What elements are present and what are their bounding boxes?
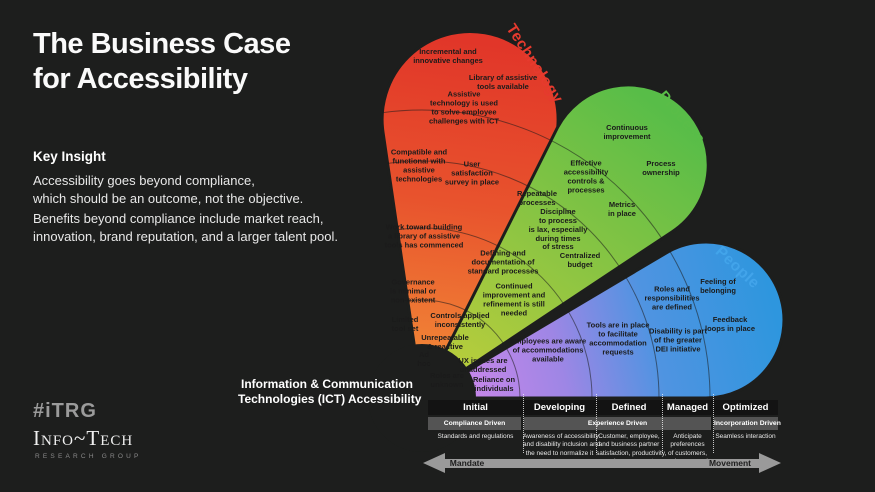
research-group-label: RESEARCH GROUP <box>35 453 142 460</box>
fan-label-ux-issues: UX issues are unaddressed <box>458 356 508 374</box>
process-petal <box>418 83 710 403</box>
insight-paragraph: Accessibility goes beyond compliance, wh… <box>33 173 304 207</box>
fan-label-tools-in-place: Tools are in place to facilitate accommo… <box>586 320 650 356</box>
fan-label-process-ownership: Process ownership <box>642 159 680 177</box>
page-title: The Business Case for Accessibility <box>33 28 291 95</box>
level-desc-initial: Standards and regulations <box>437 433 514 440</box>
driver-bar-compliance: Compliance Driven <box>428 417 521 430</box>
fan-label-compatible-functional: Compatible and functional with assistive… <box>390 147 448 183</box>
technology-petal <box>380 30 560 403</box>
itrg-logo: #iTRG <box>33 400 97 422</box>
fan-label-roles-unknown: Roles are unknown <box>430 371 464 389</box>
fan-label-feeling-of-belonging: Feeling of belonging <box>700 277 736 295</box>
level-header-managed: Managed <box>662 400 713 415</box>
column-divider <box>523 394 524 453</box>
column-divider <box>713 394 714 453</box>
level-header-initial: Initial <box>428 400 523 415</box>
driver-bar-experience: Experience Driven <box>524 417 711 430</box>
hub-label-ict-accessibility: Information & Communication Technologies… <box>238 377 422 406</box>
fan-label-effective-controls: Effective accessibility controls & proce… <box>563 158 609 194</box>
fan-label-library-assistive-tools: Library of assistive tools available <box>468 73 538 91</box>
fan-label-disability-dei: Disability is part of the greater DEI in… <box>649 326 707 354</box>
level-header-developing: Developing <box>523 400 596 415</box>
maturity-arrow-body <box>444 459 760 468</box>
fan-label-unrepeatable-reactive: Unrepeatable & reactive <box>421 333 469 351</box>
fan-label-roles-responsibilities: Roles and responsibilities are defined <box>644 284 700 312</box>
fan-label-limited-tool-set: Limited tool set <box>391 315 419 333</box>
fan-label-user-satisfaction: User satisfaction survey in place <box>444 159 500 187</box>
fan-label-metrics-in-place: Metrics in place <box>608 200 636 218</box>
technology-band-arcs <box>382 109 559 398</box>
fan-label-reliance-individuals: Reliance on individuals <box>472 375 516 393</box>
fan-label-centralized-budget: Centralized budget <box>559 251 601 269</box>
fan-label-work-toward-library: Work toward building a library of assist… <box>384 222 464 250</box>
people-petal <box>416 240 786 400</box>
level-desc-developing: Awareness of accessibility and disabilit… <box>523 433 601 457</box>
fan-label-controls-applied: Controls applied inconsistently <box>430 311 490 329</box>
level-header-defined: Defined <box>596 400 662 415</box>
level-header-optimized: Optimized <box>713 400 778 415</box>
arrow-left-head-icon <box>423 453 445 473</box>
fan-label-discipline-lax: Discipline to process is lax, especially… <box>528 206 588 252</box>
driver-bar-incorporation: Incorporation Driven <box>714 417 781 430</box>
fan-label-ad-hoc: Ad hoc <box>417 350 431 368</box>
movement-label: Movement <box>708 458 752 468</box>
level-desc-optimized: Seamless interaction <box>715 433 776 440</box>
fan-label-employees-aware: Employees are aware of accommodations av… <box>509 336 587 364</box>
column-divider <box>596 394 597 453</box>
fan-label-incremental-changes: Incremental and innovative changes <box>413 47 483 65</box>
fan-label-feedback-loops: Feedback loops in place <box>704 315 756 333</box>
fan-label-continuous-improvement: Continuous improvement <box>603 123 651 141</box>
fan-label-governance-minimal: Governance is minimal or non-existent <box>389 277 437 305</box>
arrow-right-head-icon <box>759 453 781 473</box>
fan-label-continued-improvement: Continued improvement and refinement is … <box>482 281 546 317</box>
fan-label-defining-documentation: Defining and documentation of standard p… <box>467 248 539 276</box>
fan-label-assistive-technology: Assistive technology is used to solve em… <box>428 89 500 125</box>
infotech-logo: Info~Tech <box>33 426 134 450</box>
mandate-label: Mandate <box>449 458 485 468</box>
benefits-paragraph: Benefits beyond compliance include marke… <box>33 211 338 245</box>
column-divider <box>662 394 663 453</box>
fan-label-repeatable-processes: Repeatable processes <box>516 189 558 207</box>
key-insight-heading: Key Insight <box>33 149 106 164</box>
